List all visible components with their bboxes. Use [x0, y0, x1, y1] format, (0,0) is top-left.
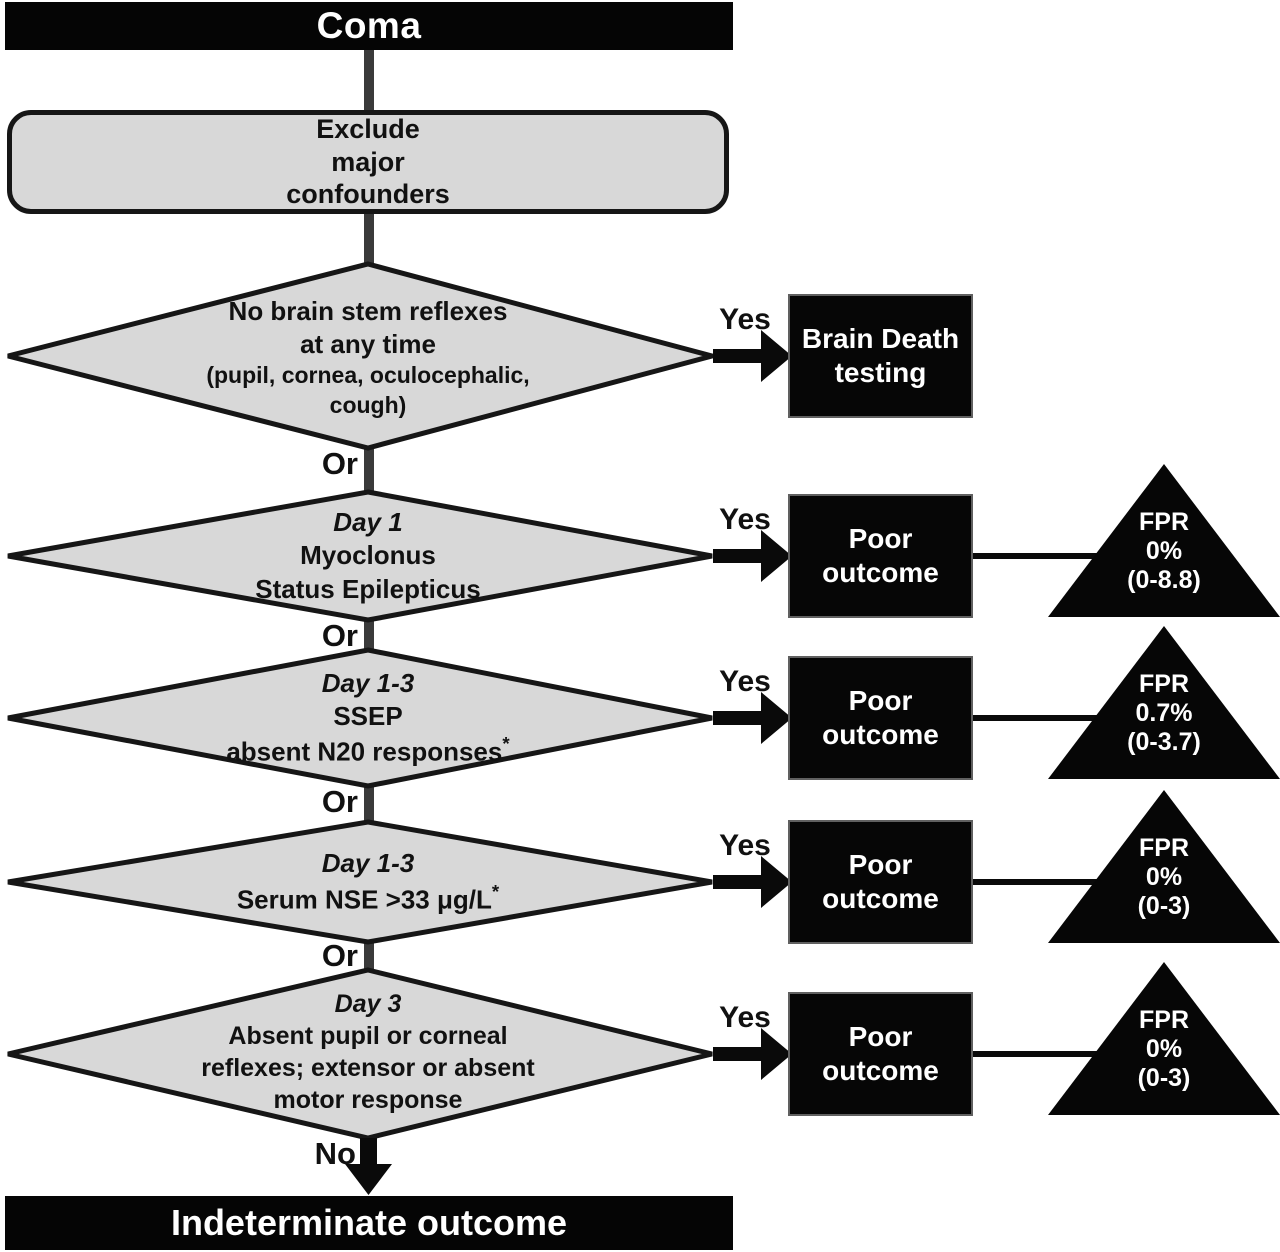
fpr-value: 0% — [1145, 536, 1183, 565]
fpr-title: FPR — [1139, 508, 1189, 536]
diamond-serum-nse — [7, 819, 713, 945]
fpr-stats-5: FPR 0% (0-3) — [1058, 1006, 1270, 1092]
fpr-triangle-2 — [1048, 464, 1280, 617]
fpr-title: FPR — [1139, 834, 1189, 862]
yes-arrow-1 — [713, 330, 792, 382]
fpr-connector-line-2 — [970, 553, 1115, 559]
decision-line: SSEP — [333, 701, 403, 732]
decision-day: Day 3 — [334, 990, 402, 1018]
fpr-triangle-5 — [1048, 962, 1280, 1115]
decision-line: reflexes; extensor or absent — [201, 1054, 535, 1082]
yes-branch-label-3: Yes — [719, 665, 771, 698]
fpr-connector-line-3 — [970, 715, 1115, 721]
fpr-range: (0-3) — [1137, 1063, 1191, 1092]
confounders-line: major — [331, 146, 405, 177]
diamond-text-serum-nse: Day 1-3 Serum NSE >33 μg/L* — [58, 822, 678, 942]
yes-arrow-2 — [713, 530, 792, 582]
fpr-range: (0-8.8) — [1127, 565, 1201, 594]
start-label: Coma — [316, 5, 422, 46]
decision-line: Absent pupil or corneal — [228, 1022, 508, 1050]
decision-line: motor response — [273, 1086, 463, 1114]
decision-subline: (pupil, cornea, oculocephalic, — [206, 362, 530, 389]
footnote-asterisk: * — [502, 733, 510, 755]
fpr-triangle-4 — [1048, 790, 1280, 943]
fpr-range: (0-3) — [1137, 891, 1191, 920]
outcome-line: outcome — [822, 719, 939, 750]
decision-line: Serum NSE >33 μg/L* — [237, 881, 499, 917]
yes-arrow-4 — [713, 856, 792, 908]
decision-line: Status Epilepticus — [255, 573, 481, 604]
outcome-line: Brain Death — [801, 322, 960, 354]
confounders-line: Exclude — [316, 114, 420, 145]
yes-arrow-5 — [713, 1028, 792, 1080]
decision-line: Myoclonus — [300, 540, 436, 571]
diamond-text-day3-motor: Day 3 Absent pupil or corneal reflexes; … — [58, 974, 678, 1130]
fpr-title: FPR — [1139, 670, 1189, 698]
start-node-coma: Coma — [5, 2, 733, 50]
end-node-indeterminate-outcome: Indeterminate outcome — [5, 1196, 733, 1250]
outcome-line: outcome — [822, 557, 939, 588]
decision-subline: cough) — [329, 392, 407, 419]
outcome-line: Poor — [848, 684, 913, 716]
outcome-line: outcome — [822, 883, 939, 914]
exclude-confounders-node: Exclude major confounders — [7, 110, 729, 214]
or-connector-label-2: Or — [321, 618, 358, 653]
outcome-box-poor-4: Poor outcome — [788, 820, 973, 944]
confounders-line: confounders — [286, 179, 450, 210]
outcome-box-poor-2: Poor outcome — [788, 494, 973, 618]
outcome-line: outcome — [822, 1055, 939, 1086]
outcome-line: Poor — [848, 848, 913, 880]
yes-branch-label-5: Yes — [719, 1001, 771, 1034]
or-connector-label-1: Or — [321, 446, 358, 481]
diamond-no-brainstem-reflexes — [7, 261, 722, 451]
yes-branch-label-4: Yes — [719, 829, 771, 862]
yes-branch-label-2: Yes — [719, 503, 771, 536]
fpr-connector-line-4 — [970, 879, 1115, 885]
outcome-box-poor-5: Poor outcome — [788, 992, 973, 1116]
or-connector-label-3: Or — [321, 784, 358, 819]
or-connector-label-4: Or — [321, 938, 358, 973]
decision-day: Day 1-3 — [321, 667, 415, 698]
outcome-line: Poor — [848, 522, 913, 554]
fpr-range: (0-3.7) — [1127, 727, 1201, 756]
decision-day: Day 1 — [333, 507, 403, 538]
decision-line: absent N20 responses* — [226, 733, 509, 769]
diamond-ssep-absent-n20 — [7, 647, 713, 789]
diamond-text-no-brainstem-reflexes: No brain stem reflexes at any time (pupi… — [58, 276, 678, 440]
fpr-stats-4: FPR 0% (0-3) — [1058, 834, 1270, 920]
yes-arrow-3 — [713, 692, 792, 744]
fpr-connector-line-5 — [970, 1051, 1115, 1057]
decision-line: at any time — [300, 329, 436, 360]
end-label: Indeterminate outcome — [170, 1202, 568, 1243]
fpr-title: FPR — [1139, 1006, 1189, 1034]
outcome-line: testing — [834, 357, 927, 388]
outcome-line: Poor — [848, 1020, 913, 1052]
no-arrow — [345, 1138, 392, 1195]
yes-branch-label-1: Yes — [719, 303, 771, 336]
fpr-stats-2: FPR 0% (0-8.8) — [1058, 508, 1270, 594]
fpr-value: 0% — [1145, 862, 1183, 891]
decision-line-text: absent N20 responses — [226, 736, 503, 767]
footnote-asterisk: * — [491, 880, 500, 902]
outcome-box-brain-death: Brain Death testing — [788, 294, 973, 418]
fpr-value: 0.7% — [1135, 698, 1193, 727]
fpr-triangle-3 — [1048, 626, 1280, 779]
diamond-myoclonus-status-epilepticus — [7, 489, 713, 623]
decision-day: Day 1-3 — [321, 848, 415, 879]
fpr-value: 0% — [1145, 1034, 1183, 1063]
diamond-text-ssep: Day 1-3 SSEP absent N20 responses* — [58, 650, 678, 786]
outcome-box-poor-3: Poor outcome — [788, 656, 973, 780]
decision-line: No brain stem reflexes — [228, 295, 508, 326]
decision-line-text: Serum NSE >33 μg/L — [236, 884, 492, 915]
no-branch-label: No — [314, 1136, 356, 1171]
fpr-stats-3: FPR 0.7% (0-3.7) — [1058, 670, 1270, 756]
diamond-text-myoclonus: Day 1 Myoclonus Status Epilepticus — [58, 492, 678, 620]
